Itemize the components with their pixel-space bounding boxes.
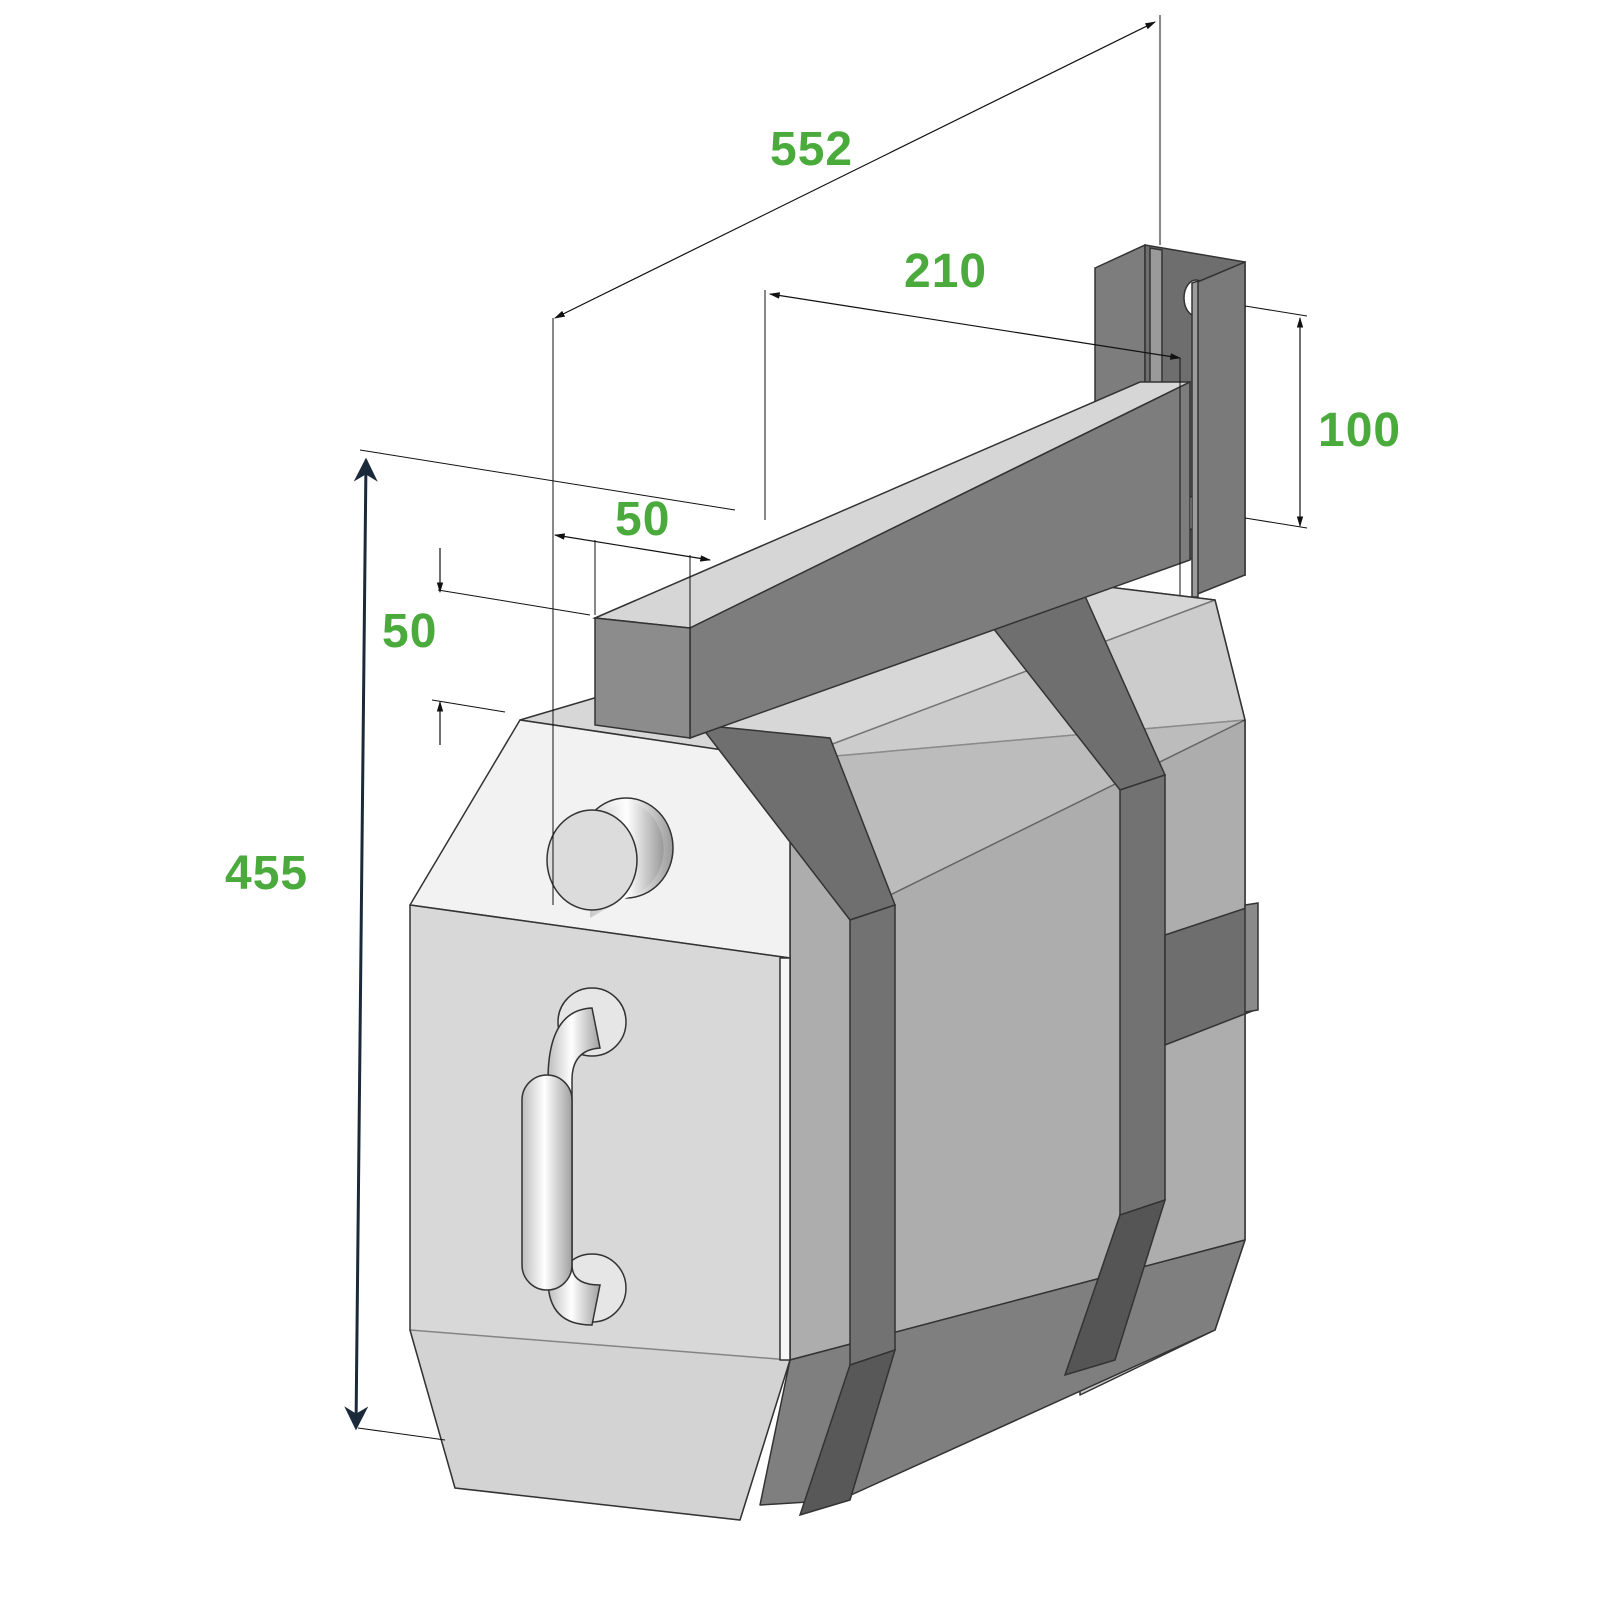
dimension-label-210: 210 [904,245,988,298]
square-tube-arm [592,380,1191,740]
dimension-label-455: 455 [225,847,309,900]
height-dimension-arrow [344,457,378,1431]
strap-front [698,724,897,1517]
tank-handle [521,987,627,1326]
dimension-label-100: 100 [1318,404,1402,457]
dimension-label-50-height: 50 [382,605,438,658]
dimension-lines [357,15,1308,1441]
dimension-label-552: 552 [770,123,854,176]
strap-rear [973,595,1167,1377]
side-clamp [1164,902,1259,1047]
dimension-label-50-width: 50 [615,493,671,546]
tank-fitting [546,797,674,918]
